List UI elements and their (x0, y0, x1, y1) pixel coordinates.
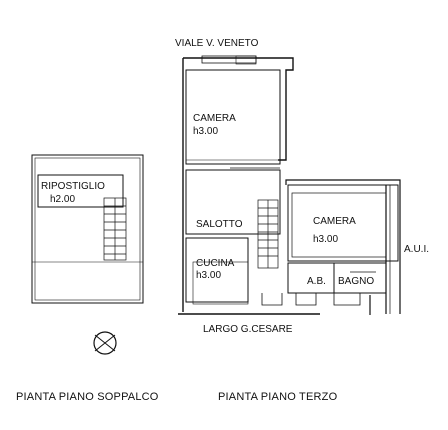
caption-soppalco: PIANTA PIANO SOPPALCO (16, 391, 159, 403)
soppalco-plan (31, 154, 144, 304)
caption-terzo: PIANTA PIANO TERZO (218, 391, 338, 403)
salotto-room (185, 169, 281, 235)
salotto-name: SALOTTO (196, 219, 243, 230)
camera-right-name: CAMERA (313, 216, 356, 227)
ab-label: A.B. (307, 276, 326, 287)
soppalco-outer-wall (31, 154, 144, 304)
ripostiglio-name: RIPOSTIGLIO (41, 181, 105, 192)
terzo-stair (257, 199, 279, 269)
street-bottom-label: LARGO G.CESARE (203, 324, 293, 335)
bagno-room (287, 262, 387, 294)
cucina-name: CUCINA (196, 258, 235, 269)
camera-top-height: h3.00 (193, 126, 219, 137)
street-top-label: VIALE V. VENETO (175, 38, 259, 49)
cucina-height: h3.00 (196, 270, 222, 281)
camera-right-height: h3.00 (313, 234, 339, 245)
bagno-name: BAGNO (338, 276, 375, 287)
ripostiglio-room (37, 174, 124, 208)
adjacent-label: A.U.I. (404, 244, 430, 255)
north-arrow-icon (93, 331, 117, 355)
window-top (201, 55, 257, 64)
adjacent-boundary (285, 179, 401, 314)
soppalco-stair (103, 197, 127, 261)
camera-top-room (185, 69, 281, 165)
ripostiglio-height: h2.00 (50, 194, 76, 205)
terzo-plan (178, 55, 401, 315)
camera-top-name: CAMERA (193, 113, 236, 124)
camera-right-room (287, 184, 399, 262)
